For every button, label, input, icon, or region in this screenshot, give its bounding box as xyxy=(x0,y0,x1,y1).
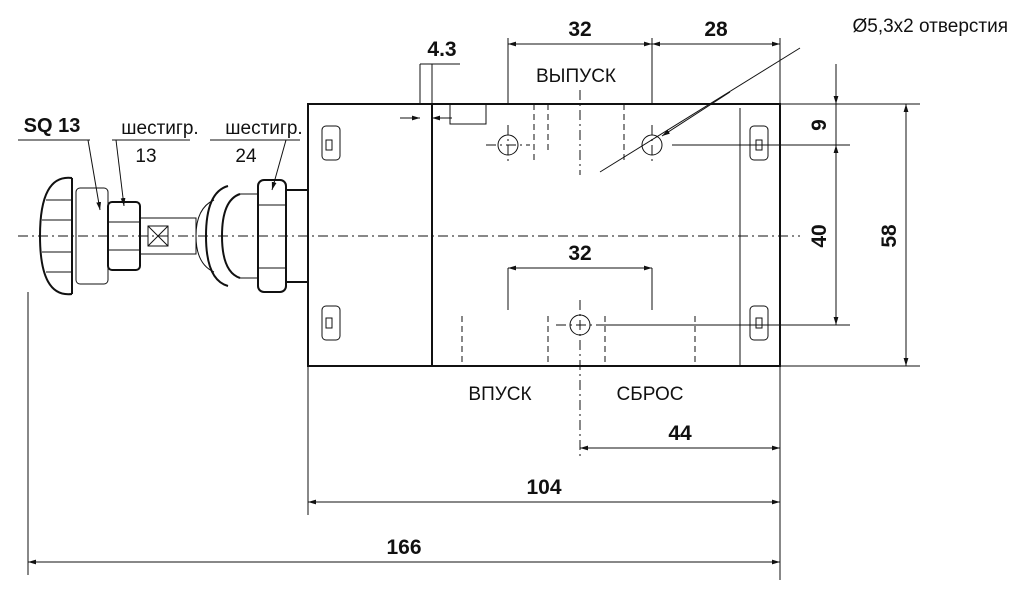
dim-right-mid: 40 xyxy=(808,224,831,247)
dim-bottom-body: 104 xyxy=(526,476,561,499)
label-hex1-top: шестигр. xyxy=(121,118,198,139)
label-holes: Ø5,3x2 отверстия xyxy=(852,16,1008,37)
label-exhaust: СБРОС xyxy=(617,384,684,405)
dim-offset: 4.3 xyxy=(427,38,456,61)
label-outlet: ВЫПУСК xyxy=(536,66,616,87)
valve-body xyxy=(307,103,781,367)
leader-lines xyxy=(18,139,300,211)
dim-top-right: 28 xyxy=(704,18,728,41)
dim-bottom-total: 166 xyxy=(386,536,421,559)
extension-lines xyxy=(27,38,920,580)
label-sq: SQ 13 xyxy=(24,115,81,137)
dim-top-left: 32 xyxy=(568,18,591,41)
label-hex1-bottom: 13 xyxy=(135,146,156,167)
dim-right-top: 9 xyxy=(808,119,831,131)
dim-bottom-sub: 44 xyxy=(668,422,692,445)
label-hex2-bottom: 24 xyxy=(235,146,257,167)
dim-right-total: 58 xyxy=(878,224,901,248)
label-inlet: ВПУСК xyxy=(468,384,531,405)
label-hex2-top: шестигр. xyxy=(225,118,302,139)
dim-inner-width: 32 xyxy=(568,242,591,265)
dimension-lines xyxy=(28,41,909,565)
